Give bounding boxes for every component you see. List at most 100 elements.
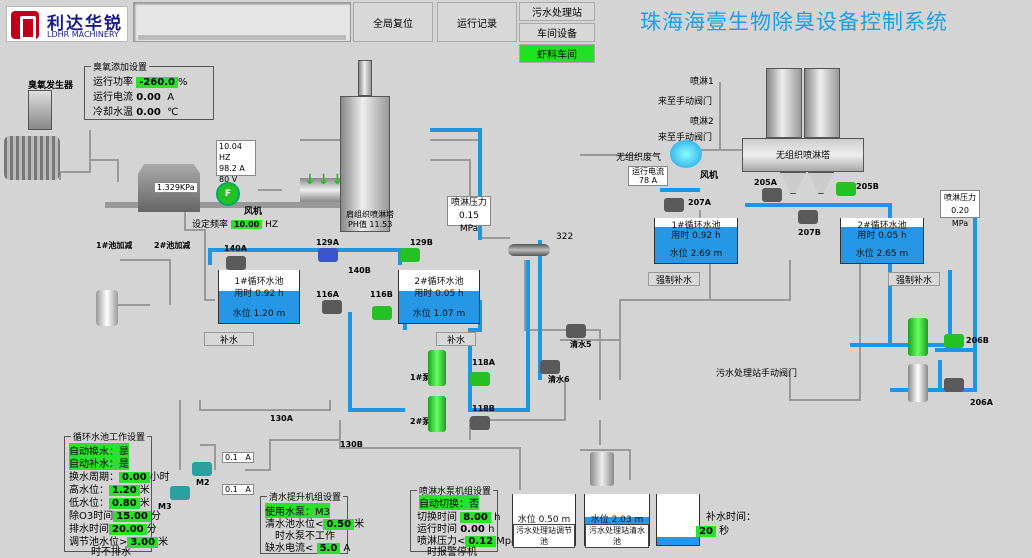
ozone-settings-title: 臭氧添加设置 — [91, 60, 150, 73]
spray1-line-label: 喷淋1 — [690, 77, 714, 87]
sewage-station-button[interactable]: 污水处理站 — [519, 2, 595, 21]
pump-m2-label: M2 — [196, 478, 210, 487]
fan-hz-unit: HZ — [219, 153, 231, 162]
fan-icon[interactable]: F — [216, 182, 240, 206]
alarm-scrollbar[interactable] — [138, 35, 346, 40]
valve-130b-label: 130B — [340, 440, 363, 449]
lack-current-value[interactable]: 5.0 — [316, 543, 341, 554]
rtank2-name: 2#循环水池 — [857, 221, 907, 231]
rtank1-name: 1#循环水池 — [671, 221, 721, 231]
clean6-pump-icon[interactable] — [540, 360, 560, 374]
spray-pump-panel: 喷淋水泵机组设置 自动切换：否 切换时间 8.00 h 运行时间 0.00 h … — [410, 484, 517, 558]
pump2-icon[interactable] — [428, 396, 446, 432]
valve-116b-icon[interactable] — [372, 306, 392, 320]
scrubber-tower — [340, 96, 390, 232]
period-value[interactable]: 0.00 — [119, 472, 150, 483]
refill-pool — [656, 494, 700, 546]
manual-valve1-label: 来至手动阀门 — [658, 97, 713, 107]
logo-mark-icon — [11, 11, 39, 40]
page-title: 珠海海壹生物除臭设备控制系统 — [640, 10, 948, 34]
workshop-equipment-button[interactable]: 车间设备 — [519, 23, 595, 42]
force-refill-button-2[interactable]: 强制补水 — [888, 272, 940, 286]
tower1-ph: PH值 11.53 — [348, 220, 393, 229]
adjust-pool: 水位 0.50 m 污水处理站调节池 — [512, 494, 576, 548]
valve-118b-label: 118B — [472, 404, 495, 413]
auto-switch-toggle[interactable]: 自动切换：否 — [419, 495, 479, 510]
auto-swap-toggle[interactable]: 自动换水：是 — [69, 443, 129, 458]
no-drain-text: 时不排水 — [91, 547, 131, 558]
cycle-settings-title: 循环水池工作设置 — [71, 430, 148, 443]
shrimp-workshop-button[interactable]: 虾料车间 — [519, 44, 595, 63]
ozone-generator[interactable] — [28, 90, 52, 130]
adj-level-value[interactable]: 3.00 — [127, 537, 159, 548]
spray2-value: 0.20 — [951, 206, 969, 215]
spray1-label: 喷淋压力 — [450, 198, 487, 208]
company-logo: 利达华锐 LDHR MACHINERY — [6, 6, 128, 42]
valve-140a-icon[interactable] — [226, 256, 246, 270]
ozone-settings-panel: 臭氧添加设置 运行功率 -260.0% 运行电流 0.00 A 冷却水温 0.0… — [84, 60, 214, 120]
valve-205a-label: 205A — [754, 178, 777, 187]
pump-206a-icon[interactable] — [908, 364, 928, 402]
lift-level-value[interactable]: 0.50 — [323, 519, 355, 530]
freq-value[interactable]: 10.00 — [230, 220, 263, 229]
fan2-label: 风机 — [700, 171, 719, 181]
refill-time-value[interactable]: 20 — [696, 526, 716, 537]
tower1-label: 肩组织喷淋塔 — [346, 210, 394, 219]
ozone-generator-label: 臭氧发生器 — [28, 81, 74, 91]
switch-interval-value[interactable]: 8.00 — [460, 512, 491, 523]
refill-button-2[interactable]: 补水 — [436, 332, 476, 346]
fan2-current-label: 运行电流 — [632, 167, 664, 176]
valve-206a-icon[interactable] — [944, 378, 964, 392]
drain-time-value[interactable]: 20.00 — [109, 524, 147, 535]
water-temp-unit: ℃ — [167, 107, 179, 118]
low-level-value[interactable]: 0.80 — [109, 498, 140, 509]
valve-207b-icon[interactable] — [798, 210, 818, 224]
spray2-line-label: 喷淋2 — [690, 117, 714, 127]
valve-205b-icon[interactable] — [836, 182, 856, 196]
auto-refill-toggle[interactable]: 自动补水：是 — [69, 455, 129, 470]
valve-129b-icon[interactable] — [400, 248, 420, 262]
exhaust-label: 无组织废气 — [616, 153, 662, 163]
pump1-icon[interactable] — [428, 350, 446, 386]
global-reset-button[interactable]: 全局复位 — [353, 2, 433, 42]
lift-pump-select[interactable]: 使用水泵：M3 — [265, 503, 330, 518]
dosing-tank — [96, 290, 118, 326]
force-refill-button-1[interactable]: 强制补水 — [648, 272, 700, 286]
fan-amp-value: 98.2 — [219, 164, 237, 173]
valve-118a-icon[interactable] — [470, 372, 490, 386]
high-level-value[interactable]: 1.20 — [109, 485, 140, 496]
spray-pump-title: 喷淋水泵机组设置 — [417, 484, 494, 497]
fan-amp-unit: A — [239, 164, 245, 173]
valve-205a-icon[interactable] — [762, 188, 782, 202]
filter-tank — [590, 452, 614, 486]
run-log-button[interactable]: 运行记录 — [437, 2, 517, 42]
tank1-left: 1#循环水池 用时 0.92 h 水位 1.20 m — [218, 270, 300, 324]
pump2-label: 2#泵 — [410, 417, 431, 426]
fan2-icon[interactable] — [670, 140, 702, 168]
flow-arrows-icon: ↓↓↓ — [304, 172, 346, 188]
valve-140b-label: 140B — [348, 266, 371, 275]
power-value[interactable]: -260.0 — [136, 77, 178, 88]
spray1-unit: MPa — [459, 224, 479, 234]
spray1-pressure-box: 喷淋压力 0.15 MPa — [447, 196, 491, 234]
valve-116a-icon[interactable] — [322, 300, 342, 314]
refill-button-1[interactable]: 补水 — [204, 332, 254, 346]
valve-116b-label: 116B — [370, 290, 393, 299]
dosing-2-label: 2#池加减 — [154, 241, 191, 250]
valve-118b-icon[interactable] — [470, 416, 490, 430]
pump-206b-icon[interactable] — [908, 318, 928, 356]
spray-press-min-value[interactable]: 0.12 — [465, 536, 497, 547]
clean5-pump-icon[interactable] — [566, 324, 586, 338]
tank1-name: 1#循环水池 — [234, 277, 284, 287]
clean6-label: 清水6 — [548, 375, 570, 384]
o3-time-value[interactable]: 15.00 — [113, 511, 151, 522]
tank2-left: 2#循环水池 用时 0.05 h 水位 1.07 m — [398, 270, 480, 324]
valve-207a-icon[interactable] — [664, 198, 684, 212]
pump-m2-icon[interactable] — [192, 462, 212, 476]
valve-129a-icon[interactable] — [318, 248, 338, 262]
valve-206b-icon[interactable] — [944, 334, 964, 348]
clean-pool-name: 污水处理站清水池 — [585, 524, 649, 548]
pump-m3-icon[interactable] — [170, 486, 190, 500]
